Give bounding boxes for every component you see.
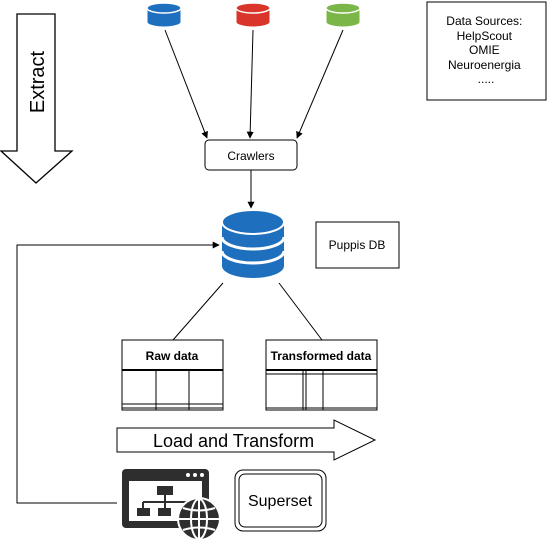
superset-box: Superset <box>234 469 327 532</box>
raw-data-table: Raw data <box>121 339 224 411</box>
data-sources-line-2: HelpScout <box>457 29 513 43</box>
source-db-icon-red <box>235 2 271 28</box>
data-sources-line-4: Neuroenergia <box>448 58 521 72</box>
puppis-db-box: Puppis DB <box>315 221 400 269</box>
crawlers-box: Crawlers <box>204 139 298 171</box>
puppis-db-label: Puppis DB <box>329 238 386 252</box>
extract-arrow: Extract <box>0 13 74 184</box>
load-transform-arrow: Load and Transform <box>116 419 377 461</box>
data-sources-line-1: Data Sources: <box>446 14 522 28</box>
arrow-source3-crawlers <box>296 29 344 139</box>
data-sources-box: Data Sources: HelpScout OMIE Neuroenergi… <box>426 1 547 101</box>
loop-connector <box>16 241 220 504</box>
load-transform-label: Load and Transform <box>153 431 314 451</box>
raw-data-title: Raw data <box>146 349 199 363</box>
source-db-icon-green <box>325 2 361 28</box>
data-sources-line-5: ..... <box>478 72 495 86</box>
source-db-icon-blue <box>146 2 182 28</box>
arrow-source1-crawlers <box>164 29 208 139</box>
puppis-db-icon <box>220 209 286 278</box>
web-dashboard-icon <box>122 469 221 541</box>
superset-label: Superset <box>248 493 313 510</box>
extract-label: Extract <box>27 50 49 113</box>
arrow-source2-crawlers <box>246 29 254 139</box>
crawlers-label: Crawlers <box>227 149 274 163</box>
transformed-data-title: Transformed data <box>271 349 372 363</box>
line-db-transformed <box>278 282 323 341</box>
line-db-raw <box>172 282 224 341</box>
data-sources-line-3: OMIE <box>469 43 500 57</box>
transformed-data-table: Transformed data <box>265 339 378 411</box>
svg-text:Data Sources: HelpScout: Data Sources: HelpScout OMIE Neuroenergi… <box>446 14 525 86</box>
